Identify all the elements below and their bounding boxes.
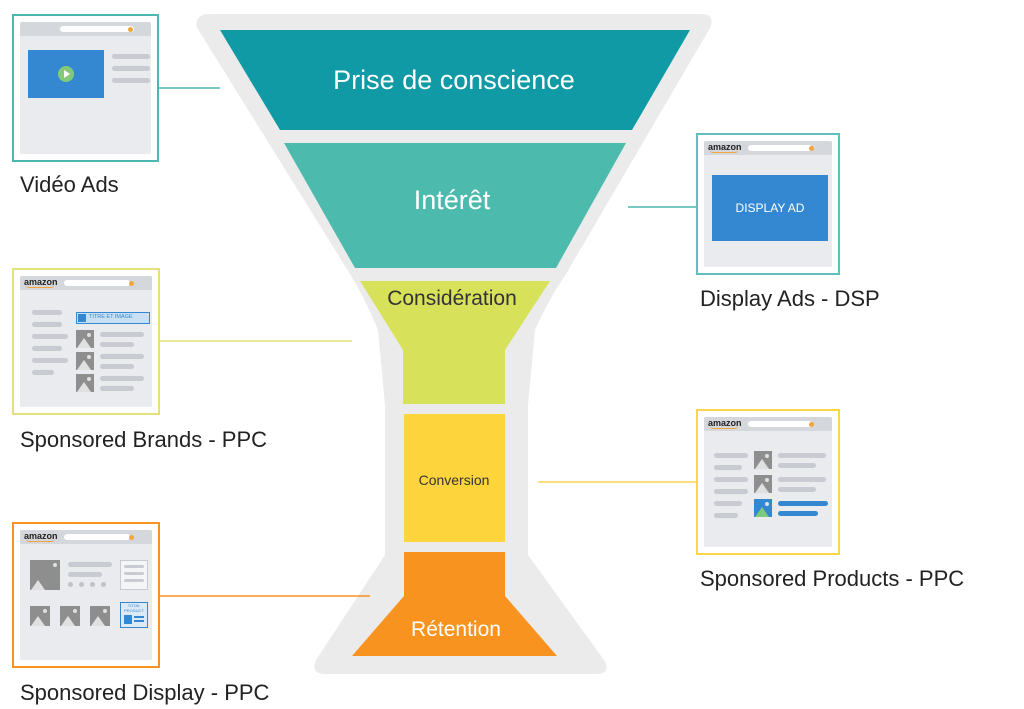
stage-interest [284,143,626,268]
thumb-text: TOTAL PRODUCT [124,603,144,613]
product-thumb: TOTAL PRODUCT [120,602,148,628]
caption-sponsored-brands: Sponsored Brands - PPC [20,427,268,452]
side-panel [120,560,148,590]
caption-display-ads: Display Ads - DSP [700,286,880,311]
sponsored-products-icon: amazon [696,409,840,555]
stage-consideration [360,281,550,404]
caption-sponsored-display: Sponsored Display - PPC [20,680,270,705]
stage-retention [352,552,557,656]
display-ad-banner: DISPLAY AD [712,175,828,241]
stage-awareness [220,30,690,130]
stage-awareness-label: Prise de conscience [333,65,575,95]
caption-sponsored-products: Sponsored Products - PPC [700,566,965,591]
stage-retention-label: Rétention [411,618,501,641]
video-ad-icon [12,14,159,162]
sponsored-brands-icon: amazon TITRE ET IMAGE [12,268,160,415]
stage-interest-label: Intérêt [414,185,491,215]
sponsored-display-icon: amazon TOTAL PRODUCT [12,522,160,668]
play-icon [58,66,74,82]
display-ad-icon: amazon DISPLAY AD [696,133,840,275]
brand-banner: TITRE ET IMAGE [76,312,150,324]
caption-video-ads: Vidéo Ads [20,172,119,197]
video-player [28,50,104,98]
stage-conversion [404,414,505,542]
display-ad-text: DISPLAY AD [735,201,805,215]
rating-dots [68,582,118,588]
brand-banner-text: TITRE ET IMAGE [89,314,133,320]
stage-conversion-label: Conversion [419,472,490,488]
stage-consideration-label: Considération [387,287,517,310]
